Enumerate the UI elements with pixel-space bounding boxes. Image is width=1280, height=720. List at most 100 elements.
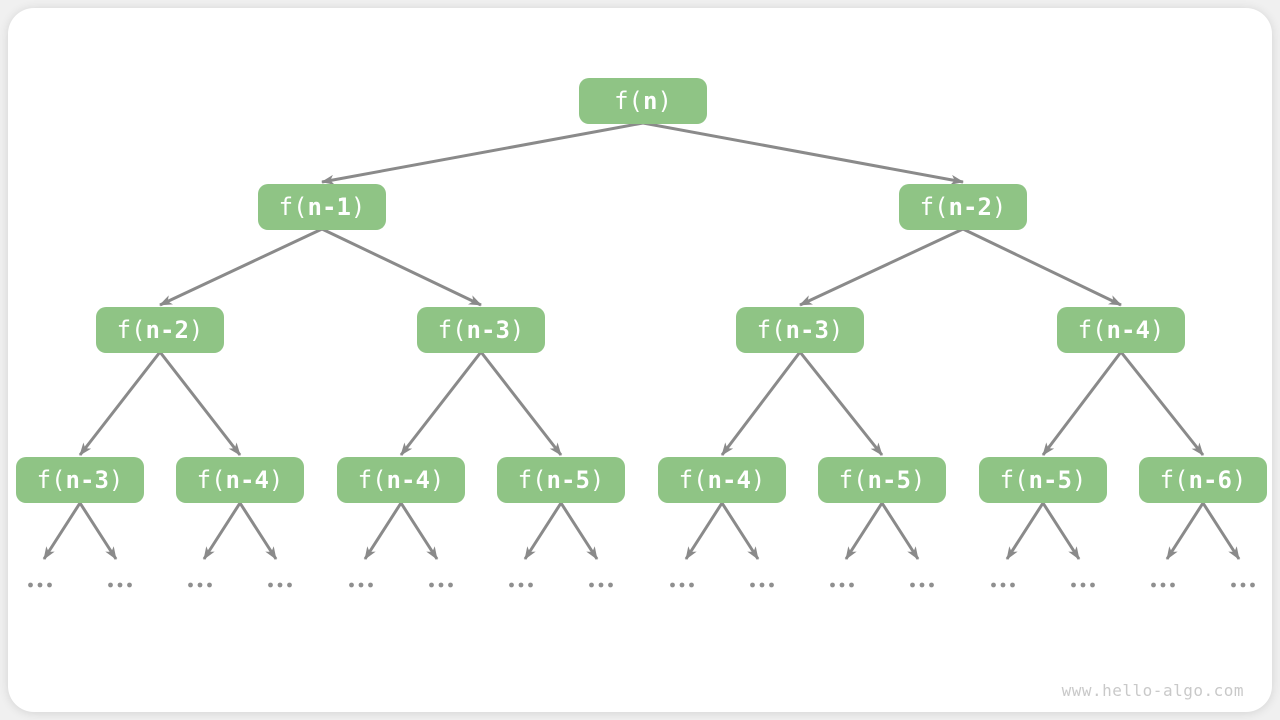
ellipsis [830, 582, 854, 588]
ellipsis [750, 582, 774, 588]
ellipsis-dot [1240, 582, 1246, 588]
ellipsis-dot [1010, 582, 1015, 588]
node-label: f(n-4) [679, 466, 766, 494]
ellipsis-dot [991, 582, 996, 588]
node-box [337, 457, 465, 503]
edge-arrow [642, 121, 964, 185]
node-label: f(n-1) [279, 193, 366, 221]
node-box [16, 457, 144, 503]
ellipsis-dot [108, 582, 113, 588]
ellipsis-dot [1071, 582, 1076, 588]
tree-node: f(n-5) [979, 457, 1107, 503]
ellipsis-dot [1250, 582, 1255, 588]
node-label: f(n-5) [1000, 466, 1087, 494]
leaf-edge-arrow [1005, 502, 1045, 560]
node-label: f(n-4) [1078, 316, 1165, 344]
ellipsis-dot [368, 582, 373, 588]
ellipsis-dot [287, 582, 292, 588]
ellipsis [349, 582, 373, 588]
ellipsis [1151, 582, 1175, 588]
ellipsis-dot [679, 582, 685, 588]
ellipsis-dot [28, 582, 33, 588]
ellipsis-dot [37, 582, 43, 588]
tree-node: f(n-6) [1139, 457, 1267, 503]
ellipsis-dot [759, 582, 765, 588]
ellipsis-dot [188, 582, 193, 588]
ellipsis-dot [509, 582, 514, 588]
ellipsis-dot [670, 582, 675, 588]
ellipsis [188, 582, 212, 588]
leaves-layer [28, 502, 1255, 588]
ellipsis-dot [1090, 582, 1095, 588]
nodes-layer: f(n)f(n-1)f(n-2)f(n-2)f(n-3)f(n-3)f(n-4)… [16, 78, 1267, 503]
node-box [417, 307, 545, 353]
ellipsis-dot [1151, 582, 1156, 588]
ellipsis-dot [929, 582, 934, 588]
leaf-edge-arrow [78, 502, 118, 560]
edge-arrow [321, 121, 644, 185]
tree-node: f(n-3) [417, 307, 545, 353]
ellipsis-dot [518, 582, 524, 588]
leaf-edge-arrow [1041, 502, 1081, 560]
node-label: f(n-4) [358, 466, 445, 494]
ellipsis-dot [349, 582, 354, 588]
node-label: f(n-6) [1160, 466, 1247, 494]
ellipsis-dot [268, 582, 273, 588]
ellipsis-dot [1170, 582, 1175, 588]
leaf-edge-arrow [399, 502, 439, 560]
ellipsis-dot [919, 582, 925, 588]
edge-arrow [1041, 351, 1123, 456]
leaf-edge-arrow [880, 502, 920, 560]
figure-panel [8, 8, 1272, 712]
edge-arrow [962, 227, 1122, 307]
ellipsis-dot [1000, 582, 1006, 588]
ellipsis-dot [429, 582, 434, 588]
tree-node: f(n-4) [176, 457, 304, 503]
node-box [96, 307, 224, 353]
ellipsis [589, 582, 613, 588]
node-box [979, 457, 1107, 503]
ellipsis [429, 582, 453, 588]
ellipsis-dot [207, 582, 212, 588]
ellipsis-dot [839, 582, 845, 588]
ellipsis-dot [750, 582, 755, 588]
node-box [736, 307, 864, 353]
node-box [1057, 307, 1185, 353]
ellipsis-dot [769, 582, 774, 588]
ellipsis-dot [438, 582, 444, 588]
leaf-edge-arrow [559, 502, 599, 560]
watermark: www.hello-algo.com [1061, 681, 1244, 700]
ellipsis [1071, 582, 1095, 588]
tree-node: f(n-4) [658, 457, 786, 503]
ellipsis-dot [589, 582, 594, 588]
node-box [1139, 457, 1267, 503]
node-label: f(n-3) [438, 316, 525, 344]
node-label: f(n) [614, 87, 672, 115]
edge-arrow [158, 351, 242, 456]
leaf-edge-arrow [42, 502, 82, 560]
tree-node: f(n-5) [497, 457, 625, 503]
edges-layer [78, 121, 1205, 456]
node-box [258, 184, 386, 230]
edge-arrow [799, 227, 964, 307]
tree-node: f(n-4) [1057, 307, 1185, 353]
node-box [818, 457, 946, 503]
ellipsis [910, 582, 934, 588]
ellipsis-dot [448, 582, 453, 588]
node-box [176, 457, 304, 503]
ellipsis-dot [849, 582, 854, 588]
leaf-edge-arrow [1201, 502, 1241, 560]
ellipsis-dot [608, 582, 613, 588]
tree-node: f(n-3) [16, 457, 144, 503]
edge-arrow [321, 227, 482, 307]
edge-arrow [798, 351, 884, 456]
ellipsis-dot [358, 582, 364, 588]
leaf-edge-arrow [1165, 502, 1205, 560]
leaf-edge-arrow [363, 502, 403, 560]
leaf-edge-arrow [523, 502, 563, 560]
edge-arrow [399, 351, 483, 456]
tree-node: f(n-4) [337, 457, 465, 503]
ellipsis-dot [1160, 582, 1166, 588]
node-label: f(n-3) [37, 466, 124, 494]
